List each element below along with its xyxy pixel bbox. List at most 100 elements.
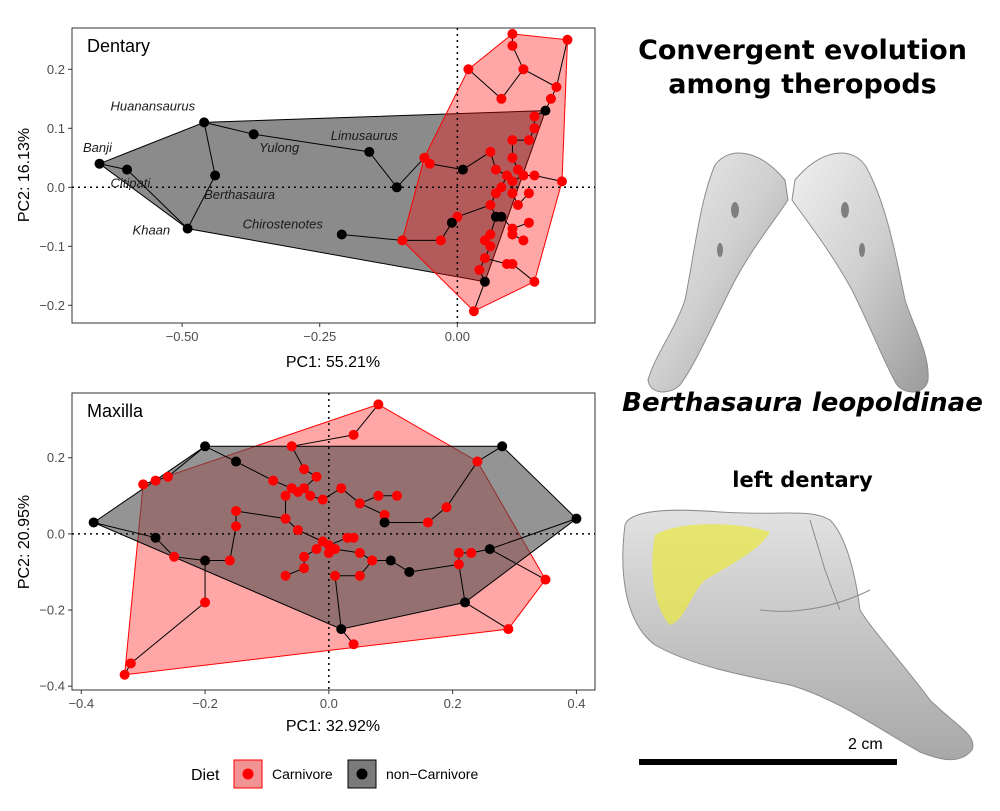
dentary-carnivore-point xyxy=(496,93,507,104)
dentary-taxon-labels: BanjiHuanansaurusYulongLimusaurusCitipat… xyxy=(83,99,398,238)
maxilla-x-tick-label: 0.0 xyxy=(320,696,338,711)
right-dentary-bone xyxy=(791,152,929,393)
maxilla-carnivore-point xyxy=(391,490,402,501)
dentary-carnivore-point xyxy=(397,235,408,246)
maxilla-carnivore-point xyxy=(150,475,161,486)
maxilla-tree-edge xyxy=(458,564,466,603)
dentary-foramen xyxy=(717,243,723,257)
maxilla-carnivore-point xyxy=(354,547,365,558)
maxilla-tree-edge xyxy=(489,518,577,550)
maxilla-noncarnivore-point xyxy=(88,517,99,528)
taxon-label: Yulong xyxy=(259,140,300,155)
dentary-tree-edge xyxy=(457,204,491,218)
maxilla-carnivore-point xyxy=(268,475,279,486)
dentary-noncarnivore-point xyxy=(210,170,221,181)
maxilla-noncarnivore-point xyxy=(484,544,495,555)
left-dentary-bone xyxy=(647,152,789,393)
dentary-tree-edge xyxy=(368,151,398,188)
maxilla-tree-edge xyxy=(229,526,237,561)
dentary-carnivore-point xyxy=(507,229,518,240)
dentary-carnivore-point xyxy=(523,188,534,199)
dentary-x-tick-label: −0.25 xyxy=(303,329,336,344)
dentary-carnivore-point xyxy=(485,241,496,252)
maxilla-x-tick-label: −0.2 xyxy=(192,696,218,711)
maxilla-carnivore-point xyxy=(286,441,297,452)
dentary-carnivore-point xyxy=(518,235,529,246)
maxilla-carnivore-point xyxy=(336,483,347,494)
maxilla-x-tick-label: −0.4 xyxy=(68,696,94,711)
maxilla-carnivore-point xyxy=(299,483,310,494)
dentary-noncarnivore-point xyxy=(336,229,347,240)
dentary-tree-edge xyxy=(204,121,254,135)
dentary-tree-edge xyxy=(341,234,403,241)
maxilla-carnivore-point xyxy=(354,498,365,509)
dentary-carnivore-point xyxy=(529,170,540,181)
dentary-noncarnivore-point xyxy=(496,211,507,222)
species-name: Berthasaura leopoldinae xyxy=(622,388,983,418)
specimen-subtitle: left dentary xyxy=(732,468,873,492)
maxilla-x-tick-label: 0.2 xyxy=(444,696,462,711)
yellow-highlight-region xyxy=(652,524,770,625)
dentary-tree-edge xyxy=(396,157,425,188)
maxilla-noncarnivore-point xyxy=(200,441,211,452)
maxilla-noncarnivore-point xyxy=(336,624,347,635)
dentary-carnivore-point xyxy=(507,135,518,146)
dentary-tree-edge xyxy=(555,39,568,88)
maxilla-carnivore-point xyxy=(354,570,365,581)
maxilla-carnivore-point xyxy=(305,490,316,501)
taxon-label: Berthasaura xyxy=(204,187,275,202)
maxilla-carnivore-point xyxy=(169,551,180,562)
maxilla-tree-edge xyxy=(409,563,459,573)
dentary-carnivore-point xyxy=(479,253,490,264)
maxilla-carnivore-point xyxy=(162,471,173,482)
maxilla-carnivore-point xyxy=(453,559,464,570)
maxilla-carnivore-point xyxy=(224,555,235,566)
scale-bar-label: 2 cm xyxy=(848,736,883,753)
maxilla-tree-edge xyxy=(93,521,156,539)
taxon-label: Limusaurus xyxy=(331,128,399,143)
maxilla-noncarnivore-point xyxy=(460,597,471,608)
dentary-foramen xyxy=(859,243,865,257)
dentary-carnivore-point xyxy=(507,259,518,269)
scale-bar xyxy=(639,759,897,765)
maxilla-carnivore-point xyxy=(311,471,322,482)
dentary-noncarnivore-point xyxy=(182,223,193,234)
dentary-carnivore-point xyxy=(490,188,501,199)
dentary-panel-border xyxy=(71,27,596,324)
dentary-carnivore-point xyxy=(529,123,540,134)
legend-dot-carnivore xyxy=(242,768,254,780)
legend: Diet Carnivore non−Carnivore xyxy=(191,759,478,789)
dentary-plot: BanjiHuanansaurusYulongLimusaurusCitipat… xyxy=(16,27,596,371)
dentary-panel-title: Dentary xyxy=(87,36,150,56)
maxilla-noncarnivore-point xyxy=(150,532,161,543)
maxilla-tree-edge xyxy=(130,602,206,664)
dentary-x-label: PC1: 55.21% xyxy=(286,354,380,371)
maxilla-carnivore-point xyxy=(348,639,359,650)
maxilla-noncarnivore-point xyxy=(385,555,396,566)
dentary-tree-edge xyxy=(253,133,370,153)
dentary-noncarnivore-point xyxy=(391,182,402,193)
dentary-carnivore-point xyxy=(551,82,562,92)
maxilla-y-label: PC2: 20.95% xyxy=(16,495,33,589)
taxon-label: Huanansaurus xyxy=(111,99,196,114)
fossil-illustrations xyxy=(622,152,974,765)
dentary-carnivore-point xyxy=(507,28,518,39)
maxilla-x-tick-label: 0.4 xyxy=(567,696,585,711)
maxilla-carnivore-point xyxy=(373,399,384,410)
dentary-tree-edge xyxy=(187,175,216,229)
left-dentary-lateral-image xyxy=(622,509,974,761)
maxilla-y-tick-label: −0.2 xyxy=(39,603,65,618)
dentary-carnivore-point xyxy=(485,200,496,210)
dentary-x-tick-label: 0.00 xyxy=(445,329,470,344)
maxilla-y-tick-label: 0.0 xyxy=(47,526,65,541)
maxilla-tree-edge xyxy=(353,404,379,436)
dentary-y-tick-label: 0.2 xyxy=(47,62,65,77)
dentary-carnivore-point xyxy=(463,64,474,75)
maxilla-noncarnivore-point xyxy=(404,566,415,577)
maxilla-panel-title: Maxilla xyxy=(87,401,144,421)
maxilla-noncarnivore-point xyxy=(231,456,242,467)
maxilla-carnivore-point xyxy=(299,563,310,574)
maxilla-tree-edge xyxy=(174,556,206,562)
maxilla-carnivore-point xyxy=(348,429,359,440)
paired-dentaries-image xyxy=(647,152,929,393)
